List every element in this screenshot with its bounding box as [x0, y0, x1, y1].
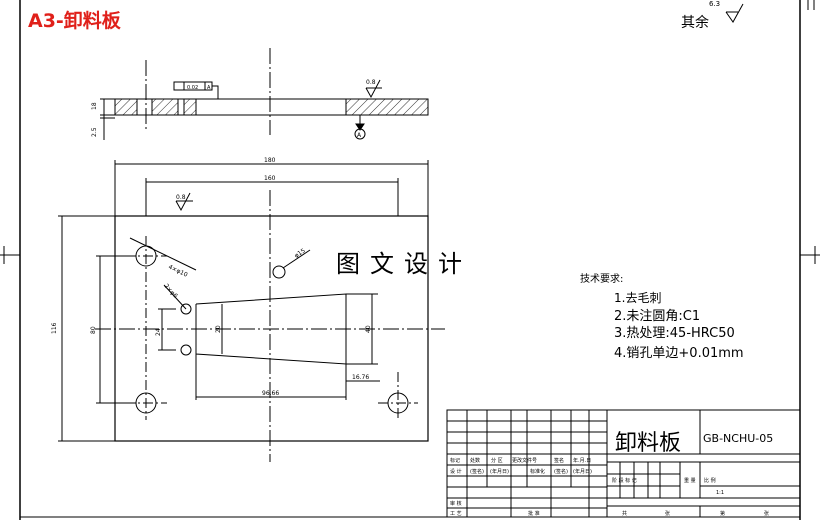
tb-label-date: 年.月.日 — [573, 458, 592, 464]
tb-label-count: 处数 — [470, 458, 481, 464]
dim-overall-height: 116 — [51, 322, 58, 334]
pin-hole-bottom — [180, 344, 192, 356]
tb-label-design: 设 计 — [450, 469, 462, 475]
tech-requirements-title: 技术要求: — [580, 274, 624, 285]
side-hatch-left — [114, 98, 138, 116]
tb-label-total: 共 — [622, 511, 628, 517]
side-hatch-mid2 — [183, 98, 197, 116]
tb-label-sign1: (签名) — [470, 469, 484, 475]
sheet-title: A3-卸料板 — [28, 10, 121, 32]
hole-center-small — [272, 265, 286, 279]
roughness-symbol-side — [365, 79, 381, 99]
leader-hole-large — [129, 237, 197, 271]
leader-hole-small — [282, 249, 311, 269]
roughness-note: 其余 — [681, 15, 709, 31]
tb-label-standard: 标准化 — [530, 469, 546, 475]
tech-requirement-item: 4.销孔单边+0.01mm — [614, 346, 744, 361]
dim-inner-length: 160 — [264, 175, 276, 182]
tb-label-change-doc: 更改文件号 — [512, 458, 538, 464]
tb-label-process: 工 艺 — [450, 511, 462, 517]
tb-label-mark: 标记 — [450, 458, 461, 464]
dim-hole-large: 4×φ10 — [167, 264, 189, 279]
tb-label-sheet-of: 张 — [665, 511, 671, 517]
dim-slot-length: 96.66 — [262, 390, 279, 397]
dim-slot-big: 40 — [365, 325, 372, 333]
title-block-drawing-code: GB-NCHU-05 — [703, 432, 774, 445]
tb-label-sheet: 第 — [720, 511, 726, 517]
pin-hole-top — [180, 303, 192, 315]
dim-left-height: 80 — [90, 326, 97, 334]
title-block-part-name: 卸料板 — [615, 431, 682, 456]
dim-hole-small: φ15 — [293, 247, 307, 259]
title-block-frame — [446, 409, 801, 518]
dim-datum-label: A — [357, 132, 362, 139]
tb-label-signature: 签名 — [554, 458, 565, 464]
tech-requirement-item: 1.去毛刺 — [614, 291, 662, 305]
dim-overall-length: 180 — [264, 157, 276, 164]
tb-label-date1: (年月日) — [490, 469, 509, 475]
tb-label-weight: 重 量 — [684, 478, 696, 484]
tech-requirement-item: 3.热处理:45-HRC50 — [614, 326, 735, 341]
dim-step-depth: 2.5 — [91, 127, 98, 137]
tb-label-zone: 分 区 — [491, 458, 503, 464]
tb-label-sign2: (签名) — [554, 469, 568, 475]
tb-label-review: 审 核 — [450, 501, 462, 507]
tb-label-scale: 比 例 — [704, 478, 716, 484]
side-hatch-mid — [151, 98, 179, 116]
hole-bottom-right — [387, 392, 409, 414]
watermark-text: 图文设计 — [336, 250, 472, 278]
dim-roughness-plan: 0.8 — [176, 194, 186, 201]
datum-circle — [354, 128, 366, 140]
tb-label-date2: (年月日) — [573, 469, 592, 475]
dim-slot-small: 20 — [215, 325, 222, 333]
dim-datum-ref: A — [207, 85, 211, 91]
dim-roughness-side: 0.8 — [366, 79, 376, 86]
tb-label-ratio: 1:1 — [716, 490, 725, 496]
tb-label-approve: 批 准 — [528, 511, 540, 517]
dim-slot-offset: 16.76 — [352, 374, 369, 381]
tech-requirement-item: 2.未注圆角:C1 — [614, 309, 701, 324]
side-hatch-right — [345, 98, 429, 116]
tb-label-stage-mark: 阶 段 标 记 — [612, 478, 637, 484]
dim-tolerance: 0.02 — [187, 85, 198, 91]
leader-pin-hole — [163, 284, 187, 310]
dim-thickness: 18 — [91, 102, 98, 110]
tb-label-sheet-unit: 张 — [764, 511, 770, 517]
dim-pin-hole: 2×φ6 — [163, 283, 179, 300]
roughness-symbol-general — [725, 3, 744, 23]
roughness-note-value: 6.3 — [709, 0, 721, 8]
roughness-symbol-plan — [175, 192, 191, 212]
dim-pin-spacing: 24 — [155, 328, 162, 336]
